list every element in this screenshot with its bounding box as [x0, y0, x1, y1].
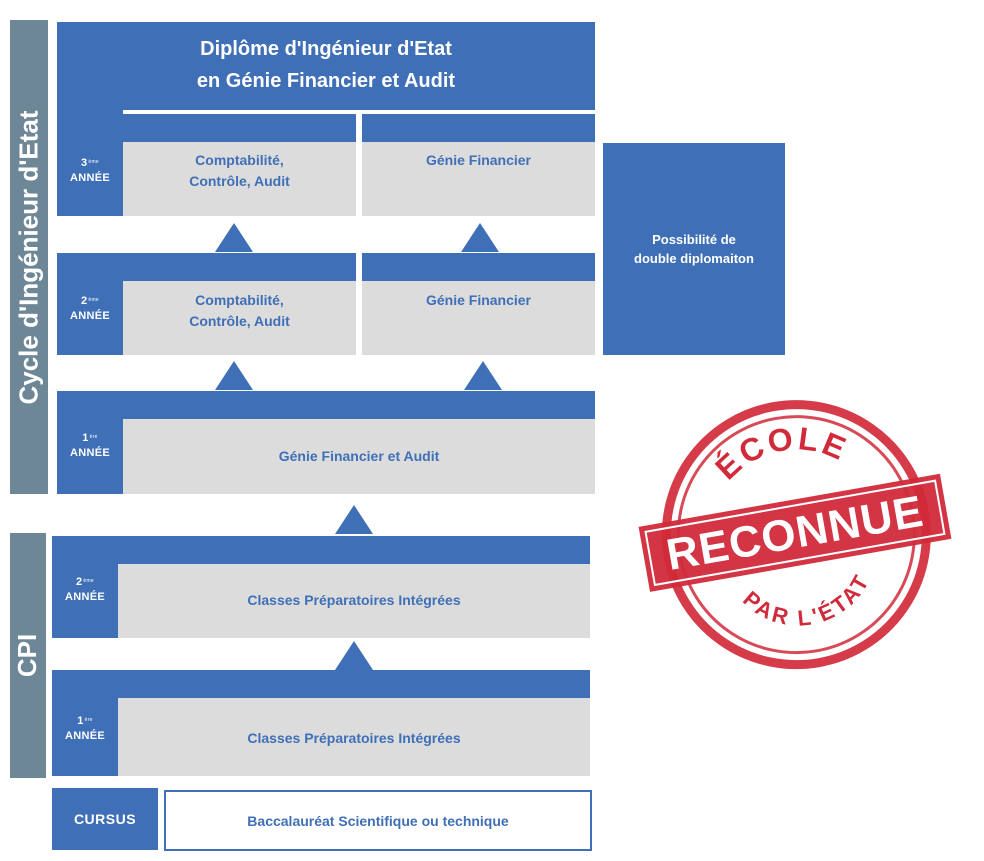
year3-word: ANNÉE [69, 172, 110, 184]
year1-suffix: ère [89, 434, 98, 440]
cpi2-tab [52, 536, 118, 638]
year2-left-line2: Contrôle, Audit [189, 313, 290, 329]
year1-label: 1ère ANNÉE [57, 431, 123, 461]
cpi2-number: 2 [75, 576, 83, 588]
double-degree-line2: double diplomaiton [634, 251, 754, 266]
year1-number: 1 [82, 432, 89, 444]
year3-number: 3 [80, 157, 88, 169]
arrow-up-icon [335, 641, 373, 670]
cpi1-word: ANNÉE [64, 730, 105, 742]
ecole-reconnue-stamp: ÉCOLE RECONNUE PAR L'ÉTAT [638, 400, 952, 670]
year3-left-line2: Contrôle, Audit [189, 173, 290, 189]
cpi2-suffix: ème [83, 578, 95, 584]
cpi2-bar [118, 536, 590, 564]
arrow-up-icon [215, 361, 253, 390]
year2-left-line1: Comptabilité, [195, 292, 284, 308]
year2-word: ANNÉE [69, 310, 110, 322]
cpi1-panel [118, 698, 590, 776]
year3-tab [57, 110, 123, 216]
double-degree-line1: Possibilité de [652, 232, 736, 247]
arrow-up-icon [215, 223, 253, 252]
cpi2-year-label: 2ème ANNÉE [52, 575, 118, 605]
year2-suffix: ème [88, 297, 100, 303]
diploma-title-line1: Diplôme d'Ingénieur d'Etat [200, 38, 452, 60]
arrow-up-icon [464, 361, 502, 390]
year3-left-bar [123, 114, 356, 142]
year3-right-bar [362, 114, 595, 142]
arrow-up-icon [461, 223, 499, 252]
year2-right-panel [362, 281, 595, 355]
cycle-ingenieur-label: Cycle d'Ingénieur d'Etat [13, 109, 44, 405]
year2-left-label: Comptabilité, Contrôle, Audit [123, 290, 356, 332]
year2-label: 2ème ANNÉE [57, 294, 123, 324]
diploma-header [57, 22, 595, 110]
year3-left-line1: Comptabilité, [195, 152, 284, 168]
double-degree-box: Possibilité de double diplomaiton [603, 143, 785, 355]
diploma-title-line2: en Génie Financier et Audit [196, 70, 456, 92]
cpi-sidebar: CPI [10, 533, 46, 778]
stamp-bottom-text: PAR L'ÉTAT [736, 565, 882, 641]
cpi1-tab [52, 670, 118, 776]
baccalaureat-text: Baccalauréat Scientifique ou technique [247, 812, 509, 829]
year2-left-panel [123, 281, 356, 355]
diploma-title: Diplôme d'Ingénieur d'Etat en Génie Fina… [57, 33, 595, 97]
cpi1-bar [118, 670, 590, 698]
year2-tab [57, 253, 123, 355]
cpi2-word: ANNÉE [64, 591, 105, 603]
year3-right-label: Génie Financier [425, 152, 532, 168]
year3-label: 3ème ANNÉE [57, 156, 123, 186]
cycle-ingenieur-sidebar: Cycle d'Ingénieur d'Etat [10, 20, 48, 494]
cpi-label: CPI [12, 633, 43, 678]
year2-right-bar [362, 253, 595, 281]
year3-right-panel [362, 142, 595, 216]
cpi1-suffix: ère [84, 717, 93, 723]
year2-left-bar [123, 253, 356, 281]
year1-bar [123, 391, 595, 419]
cpi2-program-label: Classes Préparatoires Intégrées [247, 592, 461, 608]
arrow-up-icon [335, 505, 373, 534]
cpi1-program-label: Classes Préparatoires Intégrées [247, 730, 461, 746]
year1-word: ANNÉE [69, 447, 110, 459]
year1-panel [123, 419, 595, 494]
cpi1-number: 1 [77, 715, 84, 727]
year3-left-panel [123, 142, 356, 216]
baccalaureat-box: Baccalauréat Scientifique ou technique [164, 790, 592, 851]
year2-right-label: Génie Financier [425, 292, 532, 308]
cursus-label: CURSUS [52, 788, 158, 850]
cpi2-panel [118, 564, 590, 638]
cpi1-year-label: 1ère ANNÉE [52, 714, 118, 744]
year1-program-label: Génie Financier et Audit [278, 448, 440, 464]
year2-number: 2 [80, 295, 88, 307]
year3-suffix: ème [88, 159, 100, 165]
year3-left-label: Comptabilité, Contrôle, Audit [123, 150, 356, 192]
svg-text:PAR L'ÉTAT: PAR L'ÉTAT [736, 565, 882, 641]
year1-tab [57, 391, 123, 494]
